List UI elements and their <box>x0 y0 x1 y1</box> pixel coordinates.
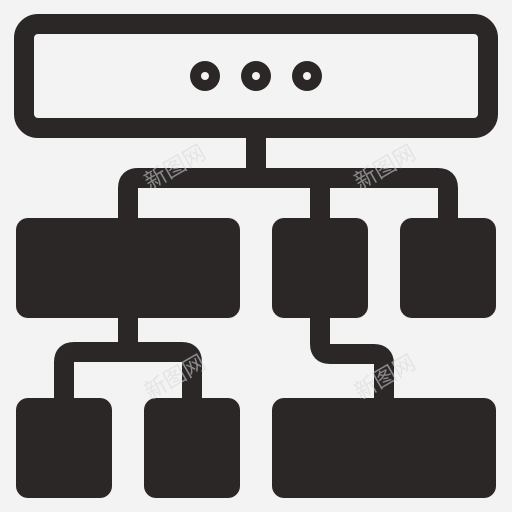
connector-left-split <box>54 342 202 404</box>
dot-center-hole <box>303 72 311 80</box>
dot-center-hole <box>201 72 209 80</box>
node-box-right <box>400 218 496 318</box>
node-box-bottom-left-a <box>16 398 112 498</box>
dot-center-hole <box>252 72 260 80</box>
node-box-large-left <box>16 218 240 318</box>
node-box-bottom-left-b <box>144 398 240 498</box>
connector-lines <box>54 136 458 404</box>
node-boxes <box>16 218 496 498</box>
connector-bar <box>118 168 458 224</box>
connector-right-down <box>310 312 394 404</box>
node-box-bottom-right <box>272 398 496 498</box>
header-dots <box>190 61 322 91</box>
header-panel <box>14 14 498 138</box>
node-box-middle <box>272 218 368 318</box>
header-panel-frame <box>14 14 498 138</box>
